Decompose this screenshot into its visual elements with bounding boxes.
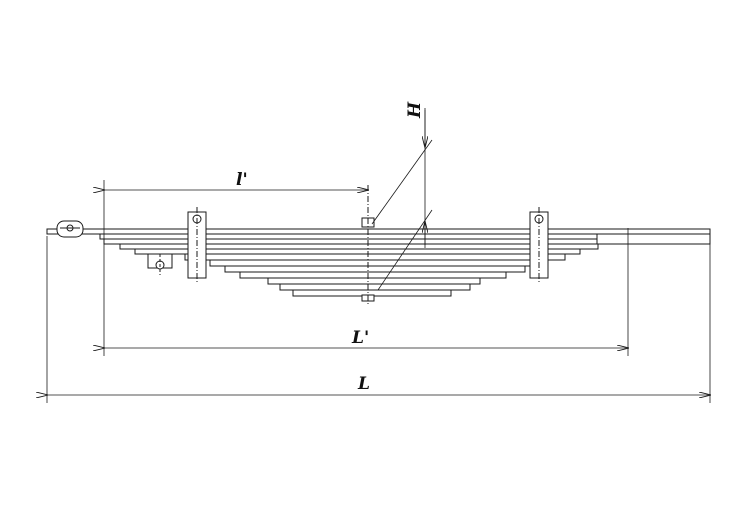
label-l-prime: l' — [236, 170, 248, 190]
label-L-prime: L' — [351, 328, 369, 348]
rebound-clip-bolt — [147, 253, 173, 275]
leaf-11 — [279, 283, 471, 291]
leaf-right-end — [596, 233, 711, 245]
leaf-7 — [209, 259, 536, 267]
leaf-3 — [103, 238, 605, 245]
center-bolt — [361, 185, 375, 305]
leaf-10 — [267, 277, 481, 285]
leaf-1 — [46, 228, 711, 235]
leaf-6 — [184, 253, 566, 261]
label-L: L — [357, 374, 370, 394]
left-eye — [56, 220, 84, 238]
leader-top — [371, 139, 433, 225]
right-clamp — [529, 207, 549, 283]
leaf-9 — [239, 271, 507, 279]
leader-bottom — [377, 209, 433, 291]
label-H: H — [405, 101, 425, 119]
spring-leaves — [46, 228, 711, 297]
leaf-8 — [224, 265, 526, 273]
left-clamp — [187, 207, 207, 283]
dimension-lines — [47, 110, 710, 395]
